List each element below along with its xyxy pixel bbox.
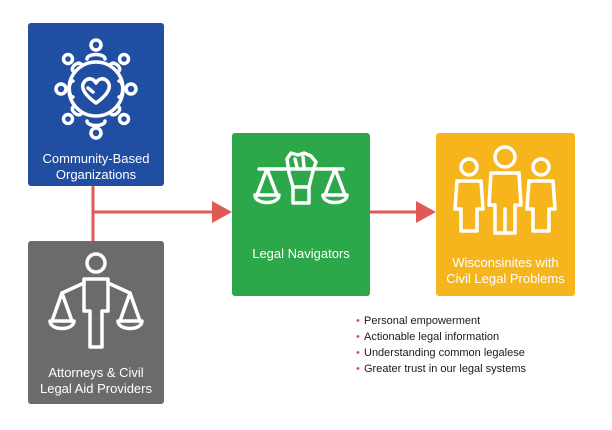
bullet-icon: • [356, 315, 360, 327]
attorneys-label-line2: Legal Aid Providers [39, 381, 152, 396]
community-label-line2: Organizations [55, 167, 137, 182]
legal-navigators-label: Legal Navigators [252, 246, 350, 261]
outcome-text: Personal empowerment [364, 315, 481, 327]
bullet-icon: • [356, 363, 360, 375]
fist-scales-icon [253, 151, 349, 205]
bullet-icon: • [356, 347, 360, 359]
group-people-icon [453, 145, 557, 235]
outcome-text: Understanding common legalese [364, 347, 525, 359]
list-item: • Actionable legal information [356, 329, 526, 345]
community-heart-icon [54, 38, 138, 140]
attorneys-box: Attorneys & Civil Legal Aid Providers [28, 241, 164, 404]
person-scales-icon [48, 252, 144, 349]
outcomes-list: • Personal empowerment • Actionable legal … [356, 313, 526, 377]
wisconsinites-label-line2: Civil Legal Problems [446, 271, 565, 286]
attorneys-label-line1: Attorneys & Civil [48, 365, 144, 380]
outcome-text: Actionable legal information [364, 331, 500, 343]
wisconsinites-label: Wisconsinites with Civil Legal Problems [436, 255, 575, 287]
attorneys-label: Attorneys & Civil Legal Aid Providers [28, 365, 164, 397]
community-organizations-box: Community-Based Organizations [28, 23, 164, 186]
bullet-icon: • [356, 331, 360, 343]
wisconsinites-label-line1: Wisconsinites with [452, 255, 559, 270]
list-item: • Understanding common legalese [356, 345, 526, 361]
community-label-line1: Community-Based [42, 151, 150, 166]
list-item: • Personal empowerment [356, 313, 526, 329]
outcome-text: Greater trust in our legal systems [364, 363, 527, 375]
legal-navigators-box: Legal Navigators [232, 133, 370, 296]
list-item: • Greater trust in our legal systems [356, 361, 526, 377]
arrow-to-wisconsinites-head [416, 201, 436, 223]
arrow-to-navigators-head [212, 201, 232, 223]
community-organizations-label: Community-Based Organizations [28, 151, 164, 183]
wisconsinites-box: Wisconsinites with Civil Legal Problems [436, 133, 575, 296]
